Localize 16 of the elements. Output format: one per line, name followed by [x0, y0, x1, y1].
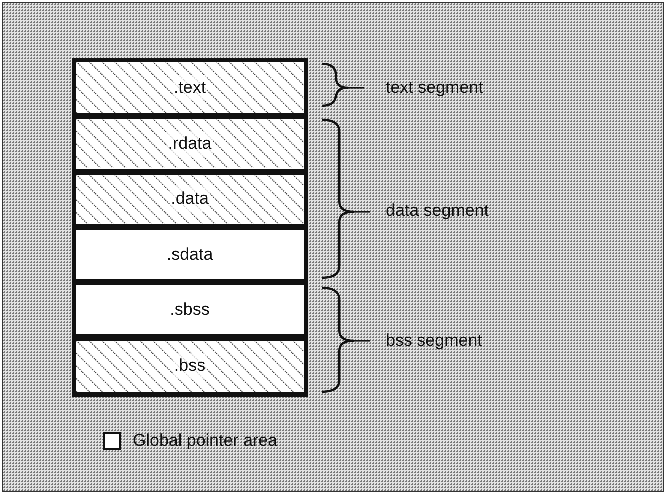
hatched-section-box: [76, 119, 304, 169]
segment-label: bss segment: [386, 331, 482, 351]
section-box: [76, 285, 304, 334]
section-box: [76, 230, 304, 280]
section-name: .rdata: [167, 131, 213, 157]
hatched-section-box: [76, 340, 304, 392]
segment-label: data segment: [386, 201, 490, 221]
section-name: .data: [170, 186, 210, 212]
section-name: .text: [172, 74, 208, 100]
section-name: .sdata: [166, 244, 214, 266]
legend-label: Global pointer area: [133, 430, 278, 452]
section-name: .bss: [173, 353, 207, 379]
segment-label: text segment: [386, 78, 484, 98]
section-name: .sbss: [169, 299, 211, 322]
hatched-section-box: [76, 174, 304, 224]
hatched-section-box: [76, 62, 304, 114]
